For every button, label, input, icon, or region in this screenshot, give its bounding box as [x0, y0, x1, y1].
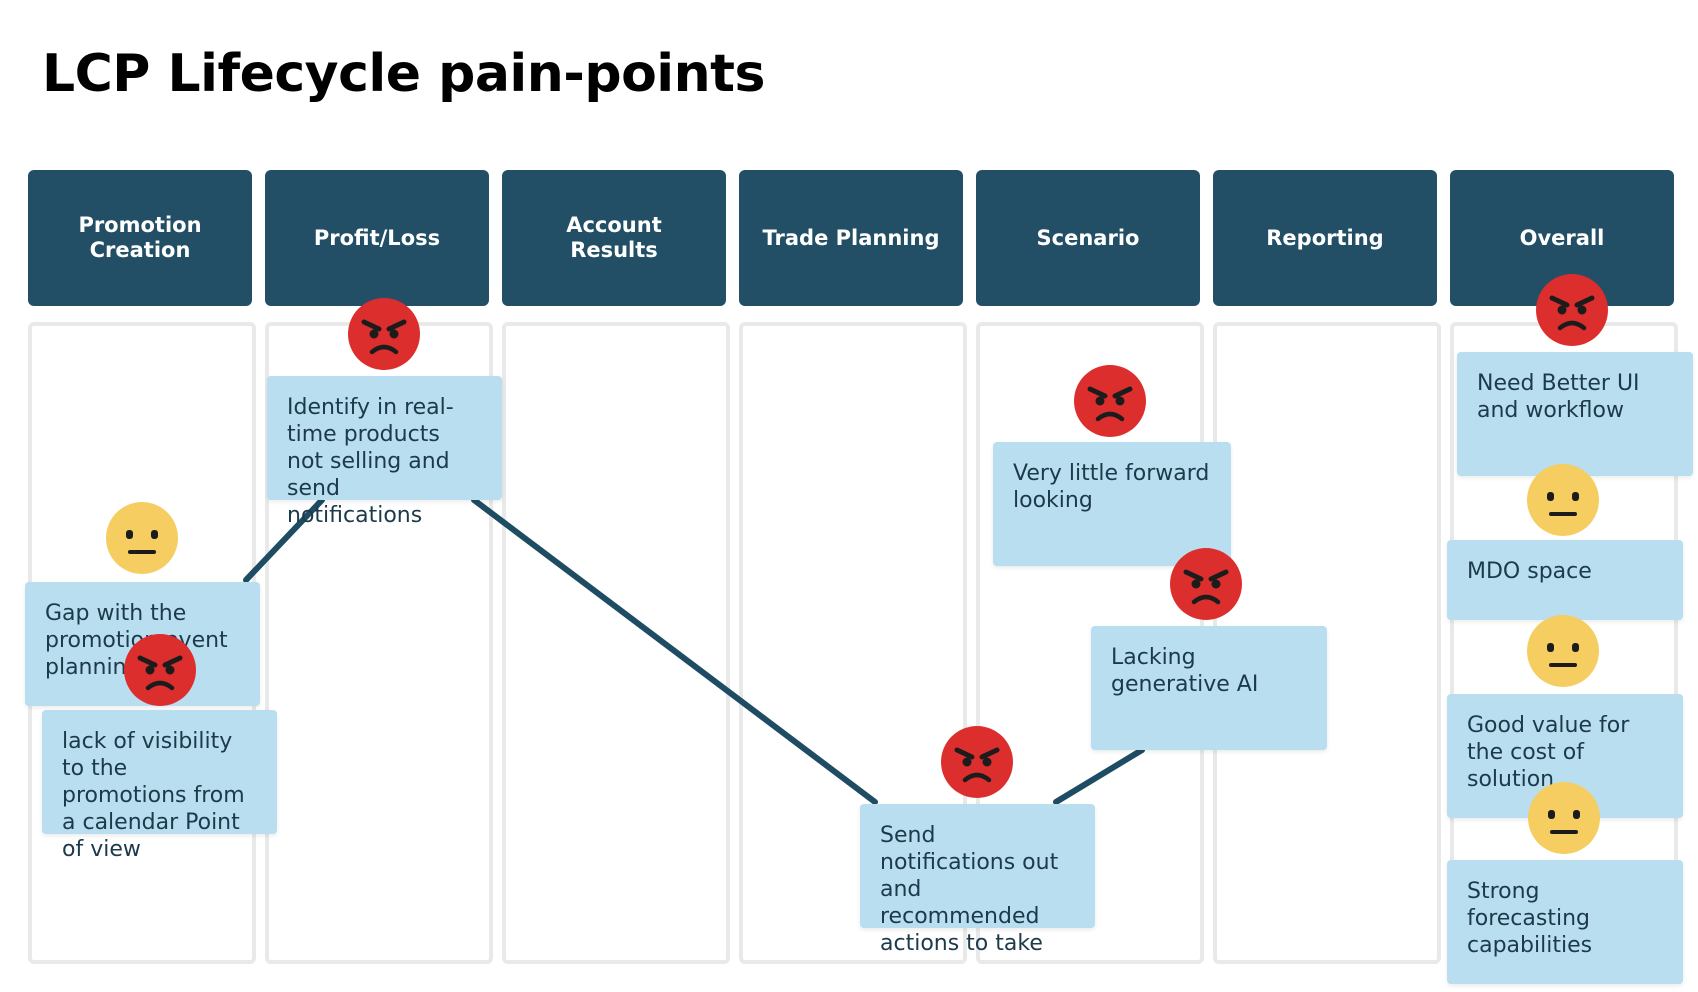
sticky-note[interactable]: Very little forward looking [993, 442, 1231, 566]
angry-face-icon [348, 298, 420, 370]
sticky-note[interactable]: Identify in real-time products not selli… [267, 376, 502, 528]
column-header-label: Reporting [1266, 225, 1384, 250]
column-header-label: Scenario [1036, 225, 1140, 250]
column-header-trade-planning[interactable]: Trade Planning [739, 170, 963, 306]
column-header-scenario[interactable]: Scenario [976, 170, 1200, 306]
angry-face-icon [941, 726, 1013, 798]
column-header-profit-loss[interactable]: Profit/Loss [265, 170, 489, 306]
sticky-note[interactable]: MDO space [1447, 540, 1683, 620]
sticky-note[interactable]: Lacking generative AI [1091, 626, 1327, 750]
column-header-reporting[interactable]: Reporting [1213, 170, 1437, 306]
column-header-label: Account Results [566, 213, 662, 262]
column-header-label: Profit/Loss [313, 225, 441, 250]
column-header-label: Overall [1519, 225, 1605, 250]
neutral-face-icon [1527, 615, 1599, 687]
column-header-label: Trade Planning [762, 225, 940, 250]
sticky-note[interactable]: Send notifications out and recommended a… [860, 804, 1095, 956]
sticky-note[interactable]: lack of visibility to the promotions fro… [42, 710, 277, 862]
column-header-account-results[interactable]: Account Results [502, 170, 726, 306]
sticky-note[interactable]: Need Better UI and workflow [1457, 352, 1693, 476]
sticky-note[interactable]: Good value for the cost of solution [1447, 694, 1683, 818]
column-header-promotion-creation[interactable]: Promotion Creation [28, 170, 252, 306]
column-header-label: Promotion Creation [78, 213, 202, 262]
neutral-face-icon [106, 502, 178, 574]
angry-face-icon [1074, 365, 1146, 437]
angry-face-icon [1536, 274, 1608, 346]
angry-face-icon [1170, 548, 1242, 620]
column-lane-account-results [502, 322, 730, 964]
angry-face-icon [124, 634, 196, 706]
neutral-face-icon [1528, 782, 1600, 854]
page-title: LCP Lifecycle pain-points [42, 44, 765, 104]
neutral-face-icon [1527, 464, 1599, 536]
sticky-note[interactable]: Strong forecasting capabilities [1447, 860, 1683, 984]
